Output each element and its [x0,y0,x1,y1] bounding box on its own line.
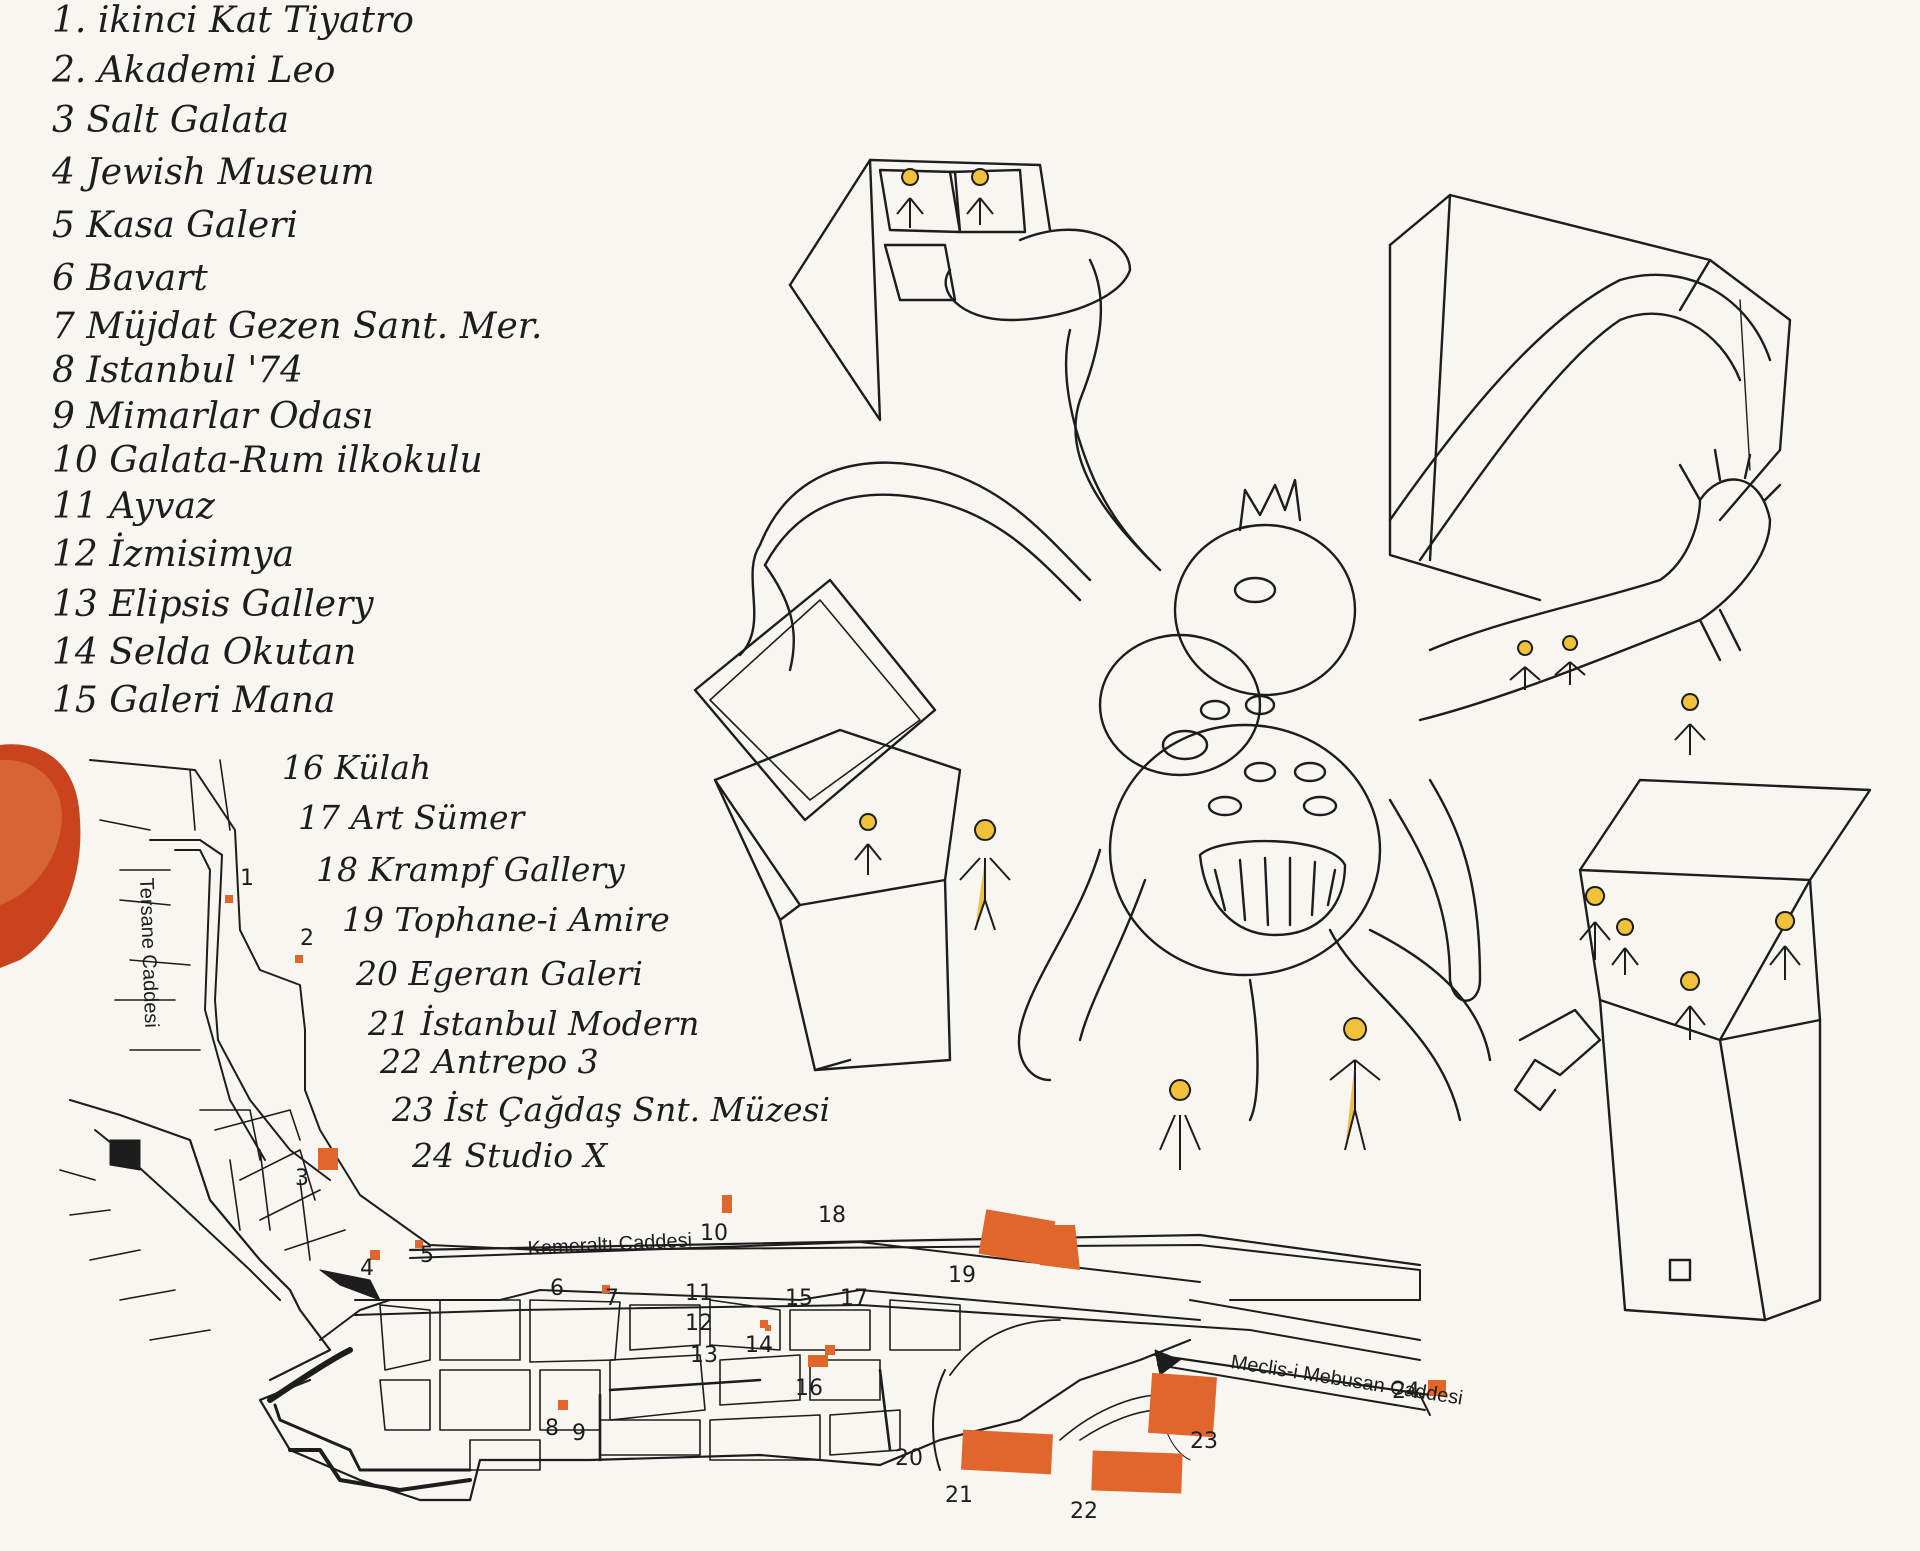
finger-photo-edge [0,744,81,968]
map-marker-22: 22 [1070,1499,1098,1524]
legend-item-23: 23 İst Çağdaş Snt. Müzesi [392,1090,831,1129]
legend-item-18: 18 Krampf Gallery [316,850,625,889]
map-marker-2: 2 [300,926,314,951]
legend-item-13: 13 Elipsis Gallery [52,584,374,625]
legend-item-6: 6 Bavart [52,258,208,299]
legend-item-20: 20 Egeran Galeri [356,954,643,993]
map-marker-24: 24 [1392,1379,1420,1404]
map-marker-13: 13 [690,1343,718,1368]
map-marker-15: 15 [785,1286,813,1311]
street-label-tersane: Tersane Caddesi [135,877,162,1028]
legend-item-17: 17 Art Sümer [298,798,525,837]
street-map: 1 2 3 4 5 6 7 8 9 10 11 12 13 14 15 16 1… [59,759,1464,1524]
legend-item-21: 21 İstanbul Modern [368,1004,700,1043]
legend-item-1: 1. ikinci Kat Tiyatro [52,0,414,41]
map-marker-21: 21 [945,1483,973,1508]
legend-item-24: 24 Studio X [412,1136,608,1175]
legend-item-10: 10 Galata-Rum ilkokulu [52,440,483,481]
legend-item-7: 7 Müjdat Gezen Sant. Mer. [52,306,543,347]
map-marker-20: 20 [895,1446,923,1471]
legend-item-4: 4 Jewish Museum [52,152,375,193]
map-marker-8: 8 [545,1416,559,1441]
map-marker-4: 4 [360,1256,374,1281]
legend-item-15: 15 Galeri Mana [52,680,336,721]
map-marker-7: 7 [605,1286,619,1311]
legend-item-16: 16 Külah [282,748,432,787]
street-label-kemeralti: Kemeraltı Caddesi [527,1229,692,1260]
venue-markers: 1 2 3 4 5 6 7 8 9 10 11 12 13 14 15 16 1… [240,866,1420,1524]
map-marker-9: 9 [572,1421,586,1446]
map-marker-6: 6 [550,1276,564,1301]
legend-item-5: 5 Kasa Galeri [52,205,298,246]
monster-illustration [693,158,1872,1322]
legend-item-19: 19 Tophane-i Amire [342,900,670,939]
legend-item-12: 12 İzmisimya [52,534,295,575]
map-marker-12: 12 [685,1311,713,1336]
map-marker-17: 17 [840,1286,868,1311]
legend-item-11: 11 Ayvaz [52,486,215,527]
map-marker-19: 19 [948,1263,976,1288]
legend-item-3: 3 Salt Galata [52,100,290,141]
legend-item-9: 9 Mimarlar Odası [52,396,374,437]
legend-item-14: 14 Selda Okutan [52,632,357,673]
legend-item-2: 2. Akademi Leo [52,50,336,91]
yellow-figures [854,168,1801,1170]
venue-blocks [225,895,1446,1494]
map-marker-11: 11 [685,1281,713,1306]
map-marker-5: 5 [420,1243,434,1268]
map-marker-14: 14 [745,1333,773,1358]
map-marker-10: 10 [700,1221,728,1246]
map-marker-23: 23 [1190,1429,1218,1454]
map-marker-1: 1 [240,866,254,891]
legend-item-22: 22 Antrepo 3 [380,1042,599,1081]
map-marker-3: 3 [295,1166,309,1191]
map-marker-16: 16 [795,1376,823,1401]
map-marker-18: 18 [818,1203,846,1228]
legend-item-8: 8 Istanbul '74 [52,350,304,391]
